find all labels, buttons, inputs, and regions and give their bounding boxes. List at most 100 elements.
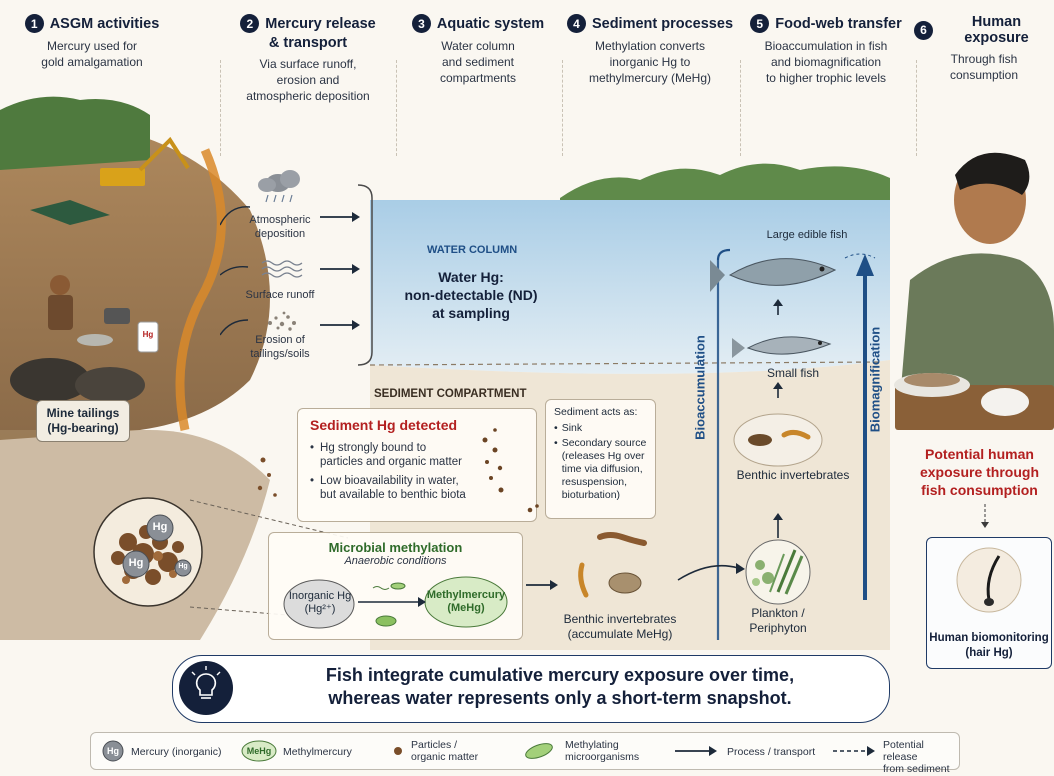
key-message-line: Fish integrate cumulative mercury exposu…: [240, 664, 880, 687]
label-line: deposition: [238, 227, 322, 241]
legend-line: from sediment: [883, 763, 959, 775]
benthic-invertebrates-sediment: [570, 525, 670, 605]
tailings-line: Mine tailings: [37, 406, 129, 421]
step-desc-line: Water column: [402, 38, 554, 54]
small-fish-icon: [732, 337, 830, 358]
label-line: Atmospheric: [238, 213, 322, 227]
step-4-header: 4Sediment processes Methylation converts…: [566, 14, 734, 86]
step-desc-line: erosion and: [228, 72, 388, 88]
methylation-diagram: [268, 532, 521, 638]
water-line: at sampling: [400, 304, 542, 322]
legend-dashed-arrow: [831, 745, 877, 757]
step-title: Human exposure: [939, 14, 1054, 46]
water-line: Water Hg:: [400, 268, 542, 286]
sediment-acts-as-box: Sediment acts as: •Sink • Secondary sour…: [545, 399, 656, 519]
step-title: ASGM activities: [50, 16, 160, 32]
acts-item-line: bioturbation): [562, 489, 647, 502]
acts-item-line: Secondary source: [562, 437, 647, 450]
legend-line: Methylating: [565, 739, 639, 751]
water-column-heading: WATER COLUMN: [427, 244, 517, 256]
exposure-line: exposure through: [905, 463, 1054, 481]
label-line: Periphyton: [728, 621, 828, 636]
arrow-to-benthic: [520, 575, 560, 595]
step-title-line2: & transport: [228, 35, 388, 51]
bioaccumulation-label: Bioaccumulation: [693, 328, 708, 448]
scattered-particles: [255, 410, 555, 520]
surface-runoff-label: Surface runoff: [238, 289, 322, 301]
step-desc-line: Mercury used for: [22, 38, 162, 54]
step-desc-line: and sediment: [402, 54, 554, 70]
acts-item-line: time via diffusion,: [562, 463, 647, 476]
mine-tailings-label: Mine tailings (Hg-bearing): [36, 400, 130, 442]
rice-bowl: [981, 388, 1029, 416]
erosion-icon: [268, 312, 296, 331]
step-desc-line: methylmercury (MeHg): [566, 70, 734, 86]
transport-pathways: [220, 165, 360, 355]
hg-particle-label: Hg: [126, 557, 146, 569]
dashed-arrow-down: [970, 502, 1000, 532]
legend-particle-icon: [393, 746, 403, 756]
step-number: 1: [25, 14, 44, 33]
larva-icon: [581, 565, 586, 595]
legend-hg-text: Mercury (inorganic): [131, 746, 221, 758]
step-title: Food-web transfer: [775, 16, 901, 32]
biomonitoring-line: (hair Hg): [927, 646, 1051, 661]
biomonitoring-line: Human biomonitoring: [927, 631, 1051, 646]
benthic-foodweb-icon: [734, 414, 822, 466]
hg-bottle-label: Hg: [140, 330, 156, 339]
water-hg-text: Water Hg: non-detectable (ND) at samplin…: [400, 268, 542, 322]
biomagnification-arrowhead: [856, 254, 874, 276]
label-line: (Hg²⁺): [280, 603, 360, 616]
step-desc-line: Bioaccumulation in fish: [742, 38, 910, 54]
legend-hg-symbol-text: Hg: [101, 746, 125, 756]
legend-line: Potential release: [883, 739, 959, 763]
legend-microbe-icon: [521, 739, 557, 763]
hair-icon: [927, 538, 1051, 618]
acts-item-line: resuspension,: [562, 476, 647, 489]
microorganism-icon: [373, 583, 405, 626]
label-line: Methylmercury: [424, 589, 508, 602]
label-line: Erosion of: [238, 333, 322, 347]
plankton-icon: [746, 540, 810, 604]
key-message-line: whereas water represents only a short-te…: [240, 687, 880, 710]
label-line: Inorganic Hg: [280, 590, 360, 603]
human-exposure-text: Potential human exposure through fish co…: [905, 445, 1054, 499]
inorganic-hg-label: Inorganic Hg(Hg²⁺): [280, 590, 360, 616]
large-fish-label: Large edible fish: [752, 229, 862, 241]
step-desc-line: inorganic Hg to: [566, 54, 734, 70]
plankton-label: Plankton /Periphyton: [728, 606, 828, 636]
label-line: (MeHg): [424, 602, 508, 615]
key-message-text: Fish integrate cumulative mercury exposu…: [240, 664, 880, 710]
legend-process-arrow: [673, 745, 719, 757]
small-fish-label: Small fish: [738, 366, 848, 380]
legend-line: microorganisms: [565, 751, 639, 763]
step-desc-line: gold amalgamation: [22, 54, 162, 70]
acts-title: Sediment acts as:: [554, 406, 655, 419]
legend-mehg-text: Methylmercury: [283, 746, 352, 758]
step-desc-line: Through fish: [914, 51, 1054, 67]
miner: [50, 275, 70, 295]
sediment-compartment-heading: SEDIMENT COMPARTMENT: [374, 388, 526, 400]
benthic-foodweb-label: Benthic invertebrates: [718, 468, 868, 482]
exposure-line: fish consumption: [905, 481, 1054, 499]
step-title: Sediment processes: [592, 16, 733, 32]
water-line: non-detectable (ND): [400, 286, 542, 304]
isopod-icon: [609, 573, 641, 593]
legend: Hg Mercury (inorganic) MeHg Methylmercur…: [90, 732, 960, 770]
step-desc-line: to higher trophic levels: [742, 70, 910, 86]
step-title: Mercury release: [265, 16, 375, 32]
worm-icon: [600, 535, 644, 543]
human-biomonitoring-box: Human biomonitoring (hair Hg): [926, 537, 1052, 669]
step-number: 2: [240, 14, 259, 33]
legend-particles-text: Particles /organic matter: [411, 739, 478, 763]
label-line: Plankton /: [728, 606, 828, 621]
legend-process-text: Process / transport: [727, 746, 815, 758]
hg-particle-label: Hg: [150, 521, 170, 533]
legend-mehg-symbol-text: MeHg: [241, 746, 277, 756]
